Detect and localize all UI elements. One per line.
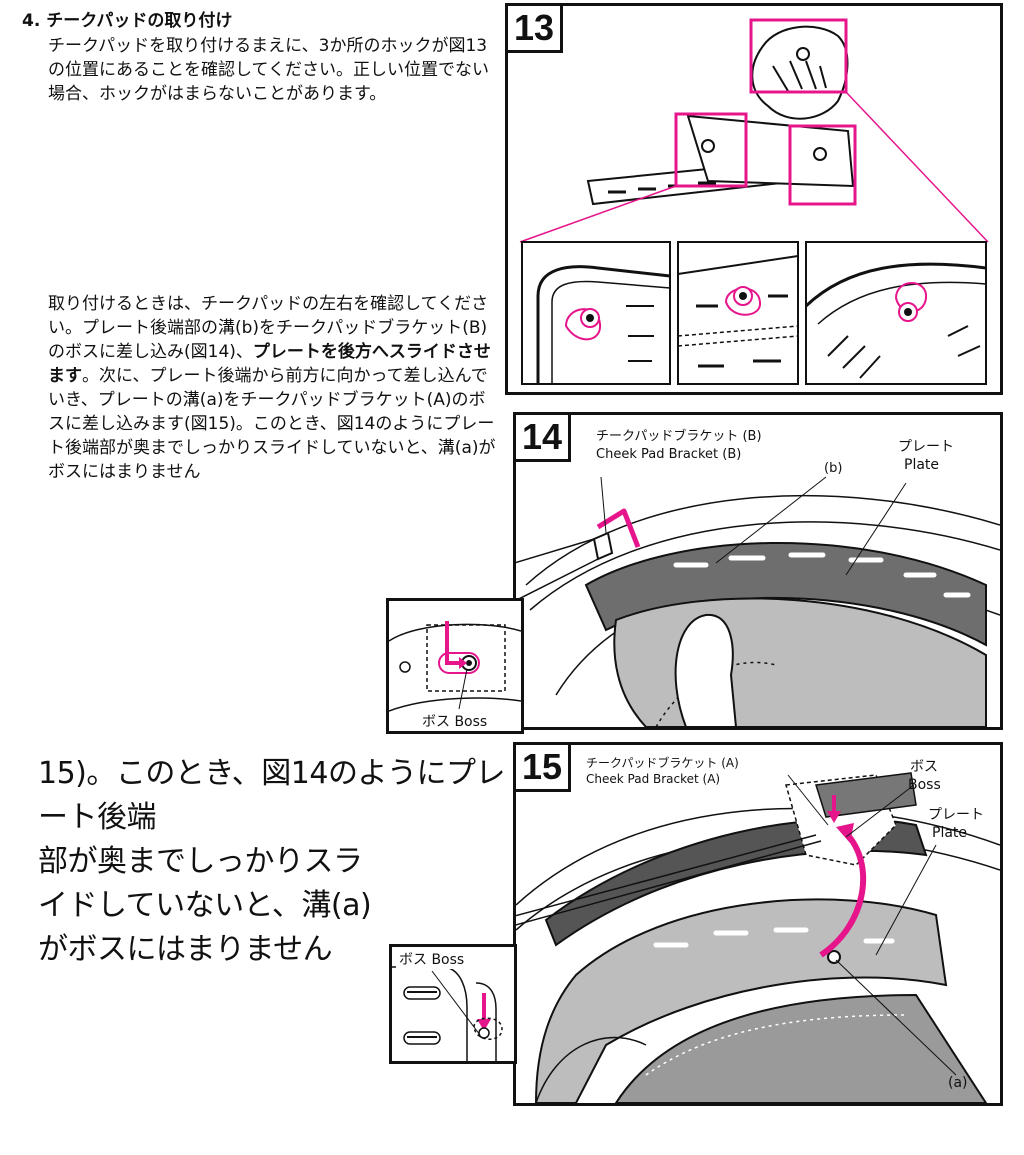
enlarged-line-1: 15)。このとき、図14のようにプレート後端 — [38, 756, 505, 835]
fig14-inset-boss-label: ボス Boss — [419, 711, 491, 731]
enlarged-line-4: がボスにはまりません — [38, 932, 333, 967]
figure-14-number: 14 — [516, 415, 572, 462]
fig14-inset-illustration — [389, 621, 521, 712]
figure-14-inset: ボス Boss — [386, 598, 524, 734]
figure-15-illustration — [516, 772, 1000, 1103]
section-heading: 4. チークパッドの取り付け — [22, 11, 233, 31]
instruction-paragraph-2: 取り付けるときは、チークパッドの左右を確認してください。プレート後端部の溝(b)… — [48, 292, 498, 484]
figure-15-inset: ボス Boss — [389, 944, 517, 1064]
fig14-bracket-label-en: Cheek Pad Bracket (B) — [596, 447, 742, 462]
para2-text-b: 。次に、プレート後端から前方に向かって差し込んでいき、プレートの溝(a)をチーク… — [48, 366, 496, 482]
fig15-boss-label-en: Boss — [908, 777, 941, 793]
fig14-groove-b-label: (b) — [824, 461, 843, 476]
fig15-bracket-label-jp: チークパッドブラケット (A) — [586, 756, 739, 770]
figure-13-illustration — [519, 18, 989, 385]
enlarged-line-2: 部が奥までしっかりスラ — [38, 844, 363, 879]
fig15-plate-label-jp: プレート — [928, 807, 984, 823]
enlarged-line-3: イドしていないと、溝(a) — [38, 888, 372, 923]
instruction-paragraph-1: チークパッドを取り付けるまえに、3か所のホックが図13の位置にあることを確認して… — [48, 36, 489, 104]
fig15-inset-illustration — [392, 966, 503, 1061]
fig14-bracket-label-jp: チークパッドブラケット (B) — [596, 429, 762, 444]
fig15-inset-boss-label: ボス Boss — [396, 949, 468, 969]
fig14-plate-label-en: Plate — [904, 457, 940, 473]
fig15-groove-a-label: (a) — [948, 1075, 968, 1091]
figure-14: 14 チークパッドブラケット (B) Cheek Pad Bracket (B)… — [513, 412, 1003, 730]
figure-13: 13 — [505, 3, 1003, 395]
fig15-bracket-label-en: Cheek Pad Bracket (A) — [586, 772, 721, 786]
fig15-plate-label-en: Plate — [932, 825, 968, 841]
figure-14-illustration — [516, 476, 1000, 727]
para2-bold-text: プレートを後方へスライドさせます — [48, 342, 491, 386]
enlarged-text-block: 15)。このとき、図14のようにプレート後端 部が奥までしっかりスラ イドしてい… — [38, 752, 508, 972]
fig14-plate-label-jp: プレート — [898, 439, 954, 455]
figure-15: 15 チークパッドブラケット (A) Cheek Pad Bracket (A)… — [513, 742, 1003, 1106]
figure-15-number: 15 — [516, 745, 572, 792]
fig15-boss-label-jp: ボス — [910, 759, 938, 775]
figure-13-number: 13 — [508, 6, 564, 53]
para2-text-a: 取り付けるときは、チークパッドの左右を確認してください。プレート後端部の溝(b)… — [48, 294, 489, 362]
